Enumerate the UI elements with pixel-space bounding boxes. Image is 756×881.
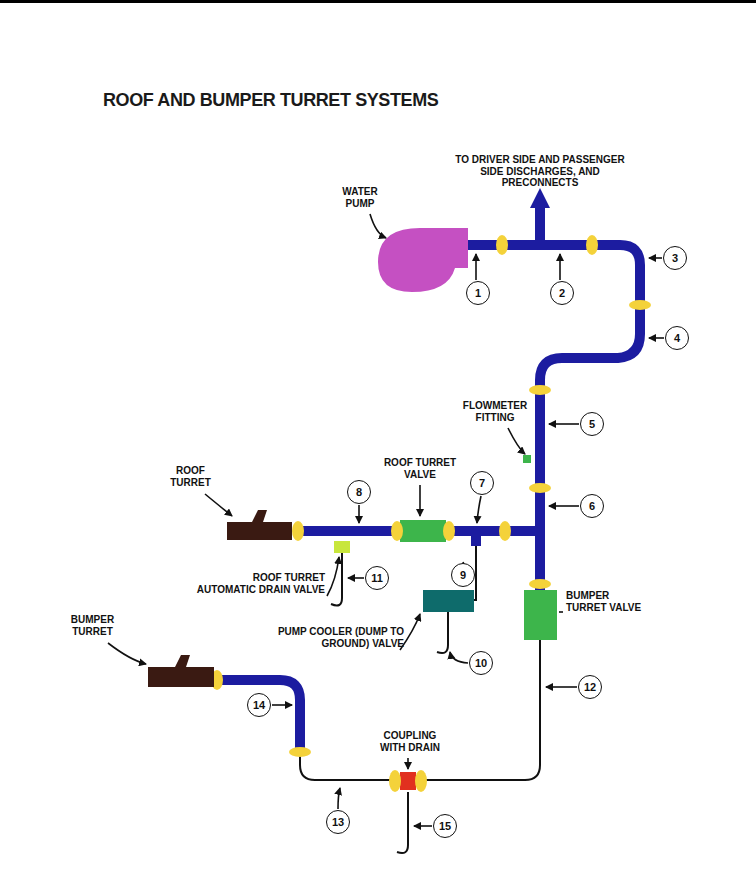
callout-number: 7: [470, 471, 494, 495]
part-label: BUMPER TURRET VALVE: [566, 590, 646, 613]
top-rule: [0, 0, 756, 3]
diagram-title: ROOF AND BUMPER TURRET SYSTEMS: [103, 90, 438, 111]
callout-number: 5: [580, 412, 604, 436]
callout-number: 9: [451, 563, 475, 587]
callout-number: 11: [365, 566, 389, 590]
part-label: TO DRIVER SIDE AND PASSENGER SIDE DISCHA…: [455, 154, 625, 189]
callout-number: 10: [469, 651, 493, 675]
callout-number: 15: [433, 814, 457, 838]
callout-number: 14: [247, 693, 271, 717]
part-label: COUPLING WITH DRAIN: [370, 730, 450, 753]
callout-number: 6: [580, 494, 604, 518]
callout-number: 13: [326, 810, 350, 834]
part-label: WATER PUMP: [338, 186, 382, 209]
part-label: PUMP COOLER (DUMP TO GROUND) VALVE: [254, 626, 404, 649]
callout-number: 3: [663, 246, 687, 270]
callout-number: 8: [347, 480, 371, 504]
part-label: ROOF TURRET AUTOMATIC DRAIN VALVE: [195, 572, 325, 595]
part-label: ROOF TURRET: [163, 465, 218, 488]
part-label: ROOF TURRET VALVE: [380, 457, 460, 480]
part-label: FLOWMETER FITTING: [460, 400, 530, 423]
callout-number: 2: [550, 281, 574, 305]
callout-number: 4: [665, 326, 689, 350]
part-label: BUMPER TURRET: [65, 614, 120, 637]
callout-number: 1: [466, 281, 490, 305]
callout-number: 12: [578, 675, 602, 699]
